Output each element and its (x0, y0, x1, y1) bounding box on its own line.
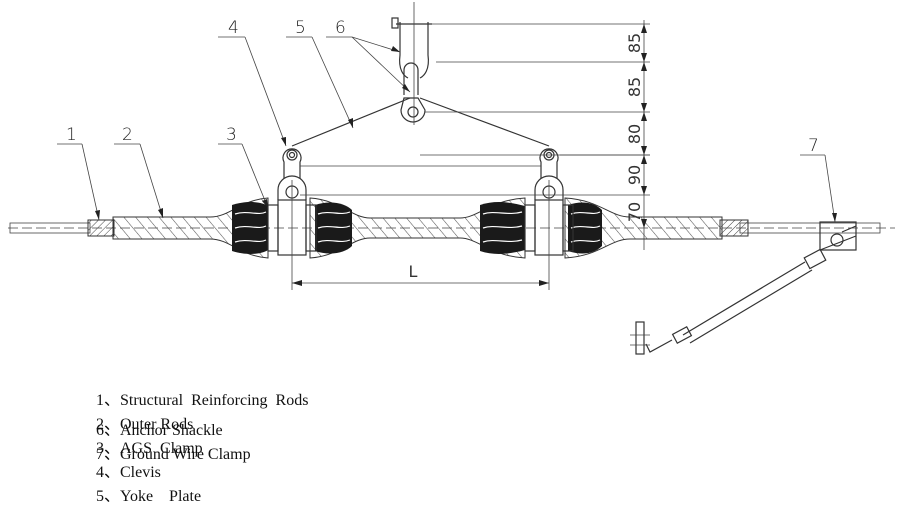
vertical-dimension-chain: 85 85 80 90 70 (300, 20, 650, 250)
span-dimension: L (292, 262, 549, 286)
legend-item: 7、Ground Wire Clamp (96, 446, 251, 463)
clevis-left (282, 148, 302, 178)
callout-3: 3 (226, 125, 237, 145)
assembly-drawing: 85 85 80 90 70 L 1 2 3 4 5 6 7 (8, 2, 895, 355)
dimension-label: 70 (625, 202, 644, 222)
ags-clamp-left (267, 175, 317, 290)
dimension-label: 85 (625, 33, 644, 53)
dimension-label: 80 (625, 124, 644, 144)
legend-item: 6、Anchor Shackle (96, 422, 223, 439)
dimension-label: 85 (625, 77, 644, 97)
legend-item: 1、Structural Reinforcing Rods (96, 392, 309, 409)
legend-item: 5、Yoke Plate (96, 488, 202, 505)
dimension-label: 90 (625, 165, 644, 185)
callout-1: 1 (66, 125, 77, 145)
legend-item: 4、Clevis (96, 464, 161, 481)
callout-numbers: 1 2 3 4 5 6 7 (66, 18, 819, 156)
callout-7: 7 (808, 136, 819, 156)
callout-leaders (57, 36, 837, 223)
ground-wire-clamp (630, 221, 857, 355)
callout-4: 4 (228, 18, 239, 38)
ags-clamp-right (524, 175, 574, 290)
outer-rods (112, 197, 723, 259)
clevis-right (539, 148, 559, 178)
callout-6: 6 (335, 18, 346, 38)
anchor-shackle (391, 2, 432, 125)
legend-item: 2、Outer Rods (96, 416, 194, 433)
callout-2: 2 (122, 125, 133, 145)
yoke-plate (291, 97, 550, 167)
legend-line-2: 6、Anchor Shackle 7、Ground Wire Clamp (88, 398, 261, 464)
span-label: L (409, 262, 418, 281)
callout-5: 5 (295, 18, 306, 38)
